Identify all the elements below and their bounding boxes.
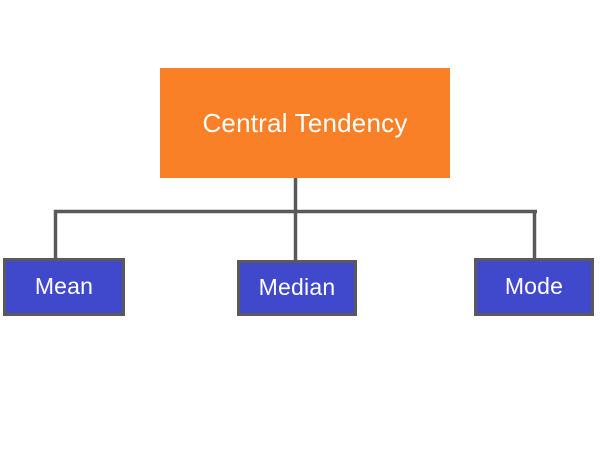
node-mean-label: Mean <box>34 273 94 300</box>
node-mode-label: Mode <box>504 273 564 300</box>
node-mode[interactable]: Mode <box>474 258 594 316</box>
node-central-tendency-label: Central Tendency <box>202 107 408 138</box>
node-central-tendency[interactable]: Central Tendency <box>160 68 450 178</box>
node-median[interactable]: Median <box>237 260 357 316</box>
node-median-label: Median <box>258 274 336 301</box>
node-mean[interactable]: Mean <box>3 258 125 316</box>
